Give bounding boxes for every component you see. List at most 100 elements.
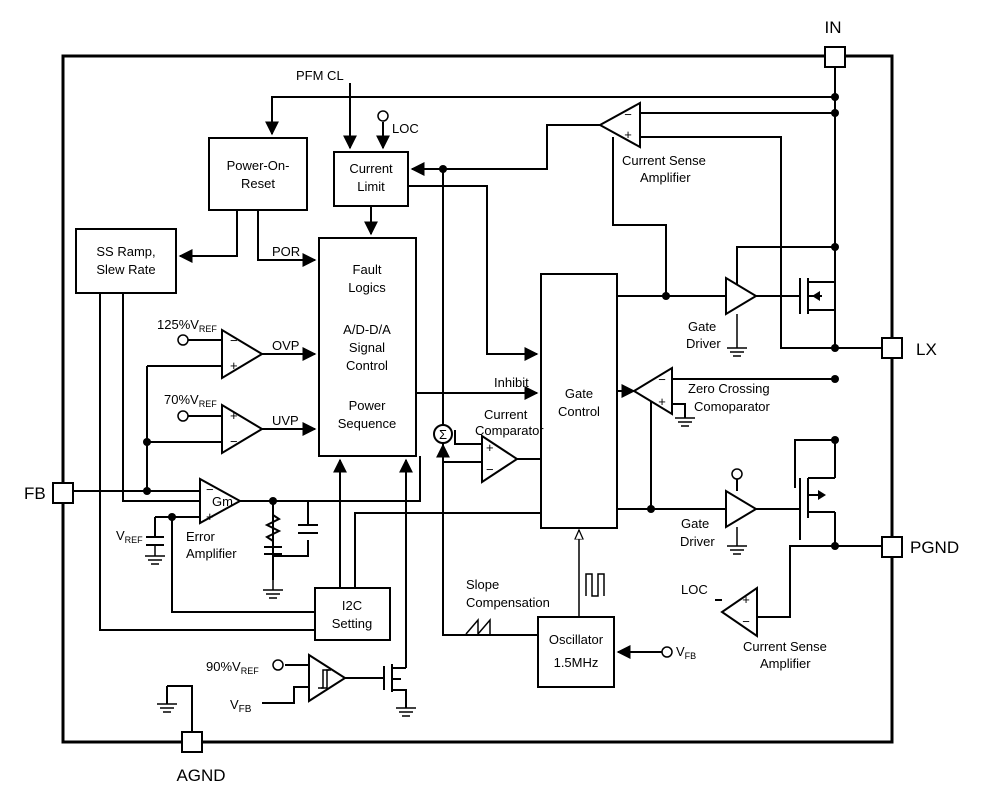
current-limit-block: Current Limit	[333, 151, 409, 207]
svg-text:Logics: Logics	[348, 280, 386, 295]
svg-text:Reset: Reset	[241, 176, 275, 191]
current-sense-amplifier-top: − +	[597, 101, 641, 149]
chip-outline	[61, 54, 894, 744]
power-good-comparator	[308, 653, 347, 703]
zero-crossing-label-1: Zero Crossing	[688, 381, 770, 396]
gate-driver-bottom	[725, 489, 758, 529]
svg-text:−: −	[230, 333, 238, 348]
svg-text:−: −	[486, 462, 494, 477]
ovp-ref-label: 125%VREF	[157, 317, 217, 334]
current-sense-top-label-2: Amplifier	[640, 170, 691, 185]
pin-lx-label: LX	[916, 340, 937, 359]
pin-agnd-label: AGND	[176, 766, 225, 785]
gate-driver-top-label-2: Driver	[686, 336, 721, 351]
svg-text:+: +	[230, 358, 238, 373]
oscillator-clock-waveform	[585, 573, 605, 597]
vfb-osc-label: VFB	[676, 644, 696, 661]
svg-text:Fault: Fault	[353, 262, 382, 277]
svg-text:Control: Control	[558, 404, 600, 419]
gate-driver-bottom-label-1: Gate	[681, 516, 709, 531]
terminals	[177, 110, 743, 671]
current-sense-top-label-1: Current Sense	[622, 153, 706, 168]
error-amp-label-2: Amplifier	[186, 546, 237, 561]
svg-text:A/D-D/A: A/D-D/A	[343, 322, 391, 337]
current-sense-bottom-label-2: Amplifier	[760, 656, 811, 671]
current-comparator-label-1: Current	[484, 407, 528, 422]
pin-fb: FB	[24, 482, 74, 504]
capacitors	[146, 524, 318, 555]
pin-pgnd-label: PGND	[910, 538, 959, 557]
gate-driver-top-label-1: Gate	[688, 319, 716, 334]
svg-text:+: +	[742, 592, 750, 607]
low-side-mosfet	[799, 477, 835, 540]
gate-control-block: Gate Control	[540, 273, 618, 529]
inhibit-label: Inhibit	[494, 375, 529, 390]
oscillator-block: Oscillator 1.5MHz	[537, 616, 615, 688]
sawtooth-waveform	[465, 617, 491, 637]
fault-logic-block: Fault Logics A/D-D/A Signal Control Powe…	[318, 237, 417, 457]
svg-text:SS Ramp,: SS Ramp,	[96, 244, 155, 259]
svg-text:Power-On-: Power-On-	[227, 158, 290, 173]
gate-driver-top	[725, 276, 758, 316]
slope-label-1: Slope	[466, 577, 499, 592]
svg-text:−: −	[658, 372, 666, 387]
uvp-comparator: + −	[221, 403, 264, 455]
pin-in: IN	[824, 18, 846, 68]
svg-text:+: +	[624, 127, 632, 142]
gm-label: Gm	[212, 494, 233, 509]
pin-in-label: IN	[825, 18, 842, 37]
current-comparator: + −	[481, 434, 519, 484]
svg-text:−: −	[742, 614, 750, 629]
svg-text:Control: Control	[346, 358, 388, 373]
pin-pgnd: PGND	[881, 536, 959, 558]
summing-node: Σ	[433, 424, 453, 444]
current-sense-bottom-label-1: Current Sense	[743, 639, 827, 654]
svg-text:Slew Rate: Slew Rate	[96, 262, 155, 277]
svg-text:−: −	[206, 482, 214, 497]
error-amp-label-1: Error	[186, 529, 216, 544]
i2c-setting-block: I2C Setting	[314, 587, 391, 641]
uvp-ref-label: 70%VREF	[164, 392, 217, 409]
vfb-left-label: VFB	[230, 697, 252, 715]
loc-top-label: LOC	[392, 121, 419, 136]
svg-text:+: +	[206, 509, 214, 524]
slope-label-2: Compensation	[466, 595, 550, 610]
svg-text:Power: Power	[349, 398, 387, 413]
svg-text:Current: Current	[349, 161, 393, 176]
svg-text:Sequence: Sequence	[338, 416, 397, 431]
pin-agnd: AGND	[176, 731, 226, 785]
ovp-comparator: − +	[221, 328, 264, 380]
svg-text:Setting: Setting	[332, 616, 372, 631]
svg-text:−: −	[624, 107, 632, 122]
loc-bottom-label: LOC	[681, 582, 708, 597]
ss-ramp-block: SS Ramp, Slew Rate	[75, 228, 177, 294]
error-amplifier: − + Gm	[199, 477, 243, 525]
svg-text:+: +	[230, 408, 238, 423]
svg-text:+: +	[658, 394, 666, 409]
pg-ref-label: 90%VREF	[206, 659, 259, 676]
zero-crossing-comparator: − +	[632, 366, 673, 416]
svg-text:Signal: Signal	[349, 340, 385, 355]
ground-icons	[145, 314, 747, 717]
uvp-label: UVP	[272, 413, 299, 428]
high-side-mosfet	[799, 247, 836, 314]
svg-text:Oscillator: Oscillator	[549, 632, 604, 647]
resistor	[264, 514, 282, 542]
gate-driver-bottom-label-2: Driver	[680, 534, 715, 549]
vref-label: VREF	[116, 528, 143, 545]
svg-text:1.5MHz: 1.5MHz	[554, 655, 599, 670]
pin-lx: LX	[881, 337, 937, 359]
pin-fb-label: FB	[24, 484, 46, 503]
svg-text:Gate: Gate	[565, 386, 593, 401]
current-comparator-label-2: Comparator	[475, 423, 544, 438]
zero-crossing-label-2: Comoparator	[694, 399, 771, 414]
pfm-cl-label: PFM CL	[296, 68, 344, 83]
power-good-mosfet	[383, 664, 407, 708]
svg-text:Σ: Σ	[439, 427, 447, 442]
por-label: POR	[272, 244, 300, 259]
svg-text:I2C: I2C	[342, 598, 362, 613]
current-sense-amplifier-bottom: + −	[720, 586, 758, 638]
svg-text:Limit: Limit	[357, 179, 385, 194]
power-on-reset-block: Power-On- Reset	[208, 137, 308, 211]
